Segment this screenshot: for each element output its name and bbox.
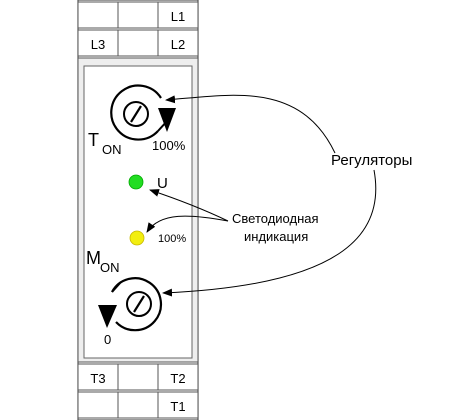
terminal-t3: T3 [90, 371, 105, 386]
top-terminal-grid [77, 1, 199, 57]
callout-arrow-top-knob [165, 94, 336, 154]
knob-bottom-label-sub: ON [100, 260, 120, 275]
terminal-l2: L2 [171, 37, 185, 52]
knob-top-max-value: 100% [152, 138, 186, 153]
led-green-label: U [157, 175, 168, 192]
led-yellow-label: 100% [158, 233, 186, 245]
knob-bottom-label: M [86, 248, 101, 268]
terminal-t2: T2 [170, 371, 185, 386]
callout-regulators: Регуляторы [331, 152, 412, 169]
knob-bottom-min-value: 0 [104, 332, 111, 347]
knob-top-t-on[interactable] [110, 84, 176, 141]
callout-arrow-bottom-knob [162, 169, 377, 297]
knob-top-direction-arrow-icon [158, 108, 176, 132]
knob-bottom-m-on[interactable] [98, 277, 163, 332]
knob-top-label: T [88, 130, 99, 150]
bottom-terminal-grid [77, 363, 199, 419]
terminal-t1: T1 [170, 399, 185, 414]
callout-arrow-green-led [149, 189, 229, 222]
led-green [128, 174, 144, 190]
led-yellow [129, 230, 145, 246]
knob-top-label-sub: ON [102, 142, 122, 157]
callout-led-line1: Светодиодная [232, 211, 319, 226]
callout-led-line2: индикация [244, 229, 308, 244]
callout-arrow-yellow-led [146, 215, 229, 233]
terminal-l1: L1 [171, 9, 185, 24]
terminal-l3: L3 [91, 37, 105, 52]
knob-bottom-direction-arrow-icon [98, 305, 117, 328]
